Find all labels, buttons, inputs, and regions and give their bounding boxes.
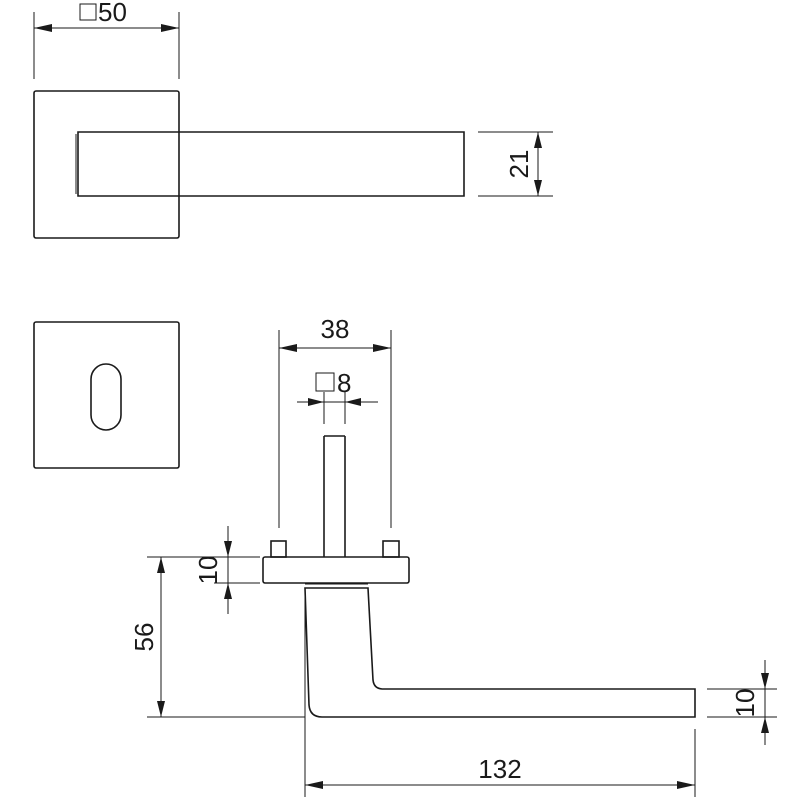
key-escutcheon: [33, 321, 180, 469]
dim-label-rose-square: 50: [98, 0, 127, 27]
dim-lever-depth: 56: [129, 556, 305, 718]
rose-lever-front-view: [33, 90, 465, 239]
dim-spindle-spacing: 38: [278, 314, 392, 528]
dim-label-rose-thickness: 10: [193, 556, 223, 585]
dim-label-lever-thickness: 10: [730, 689, 760, 718]
dim-spindle-square: 8: [297, 368, 378, 424]
dim-lever-height: 21: [478, 131, 553, 197]
lever-side-view: [262, 435, 696, 718]
dim-label-spindle-square: 8: [337, 368, 351, 398]
dim-label-lever-depth: 56: [129, 623, 159, 652]
dim-label-lever-length: 132: [478, 754, 521, 784]
dim-rose-square: 50: [33, 0, 180, 79]
dim-rose-thickness: 10: [193, 526, 260, 614]
dim-lever-thickness: 10: [707, 660, 777, 745]
dim-label-spindle-spacing: 38: [321, 314, 350, 344]
dim-lever-length: 132: [304, 592, 696, 797]
dim-label-lever-height: 21: [504, 150, 534, 179]
